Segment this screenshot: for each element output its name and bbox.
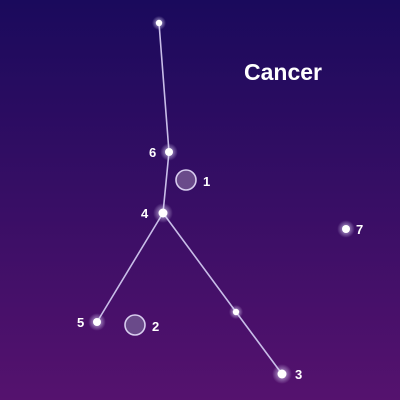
- star-s3: [277, 369, 287, 379]
- stars: 6 4 5 3 7: [77, 15, 363, 384]
- star-s7: [342, 225, 350, 233]
- constellation-line-top-s6: [158, 22, 170, 153]
- constellation-line-s4-mid: [162, 212, 237, 313]
- star-label-5: 5: [77, 315, 84, 330]
- star-s6: [165, 148, 173, 156]
- star-label-4: 4: [141, 206, 149, 221]
- deep-sky-object-label-2: 2: [152, 319, 159, 334]
- constellation-line-s6-s4: [162, 151, 170, 214]
- star-label-3: 3: [295, 367, 302, 382]
- star-label-7: 7: [356, 222, 363, 237]
- constellation-line-s4-s5: [96, 212, 164, 323]
- constellation-line-mid-s3: [235, 311, 283, 375]
- deep-sky-object-2: [124, 314, 146, 336]
- deep-sky-object-1: [175, 169, 197, 191]
- star-mid: [232, 308, 240, 316]
- star-s5: [93, 318, 101, 326]
- star-top: [155, 19, 163, 27]
- constellation-title: Cancer: [244, 59, 322, 85]
- star-label-6: 6: [149, 145, 156, 160]
- deep-sky-object-label-1: 1: [203, 174, 210, 189]
- deep-sky-objects: 12: [124, 169, 210, 336]
- star-s4: [158, 208, 168, 218]
- constellation-lines: [96, 22, 283, 375]
